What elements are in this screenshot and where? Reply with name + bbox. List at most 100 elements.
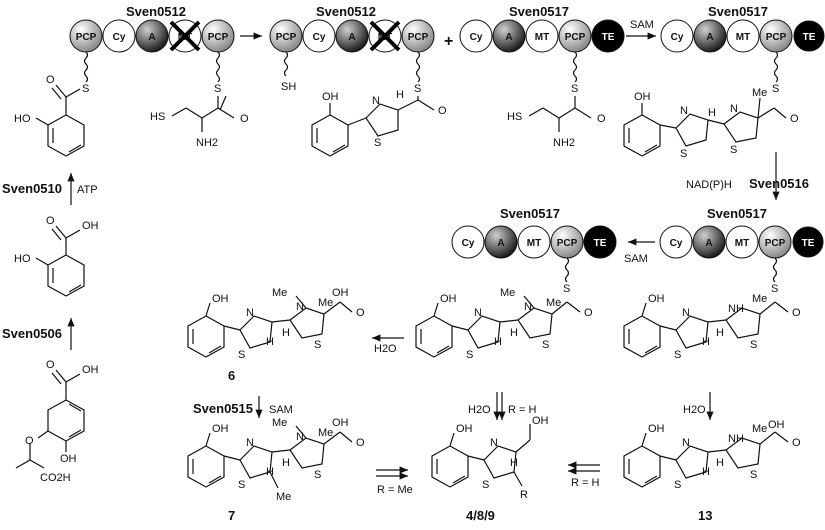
chorismate-structure: O OH O OH CO2H bbox=[15, 359, 99, 484]
atom-h: H bbox=[266, 336, 274, 348]
atom-n: N bbox=[246, 307, 254, 319]
atom-s: S bbox=[680, 148, 687, 160]
thiazolidine-thioester-structure: OH N S NH S Me O H H bbox=[623, 293, 801, 361]
inactive-cross-icon bbox=[169, 20, 201, 52]
atom-oh: OH bbox=[212, 423, 229, 435]
atom-oh: OH bbox=[648, 293, 665, 305]
pcp-label: PCP bbox=[557, 238, 578, 249]
atom-o: O bbox=[438, 105, 447, 117]
pcp-label: PCP bbox=[766, 32, 787, 43]
methylated-thioester-structure: OH N S N S Me Me O H H bbox=[415, 287, 593, 361]
atom-s: S bbox=[482, 479, 489, 491]
atom-me: Me bbox=[276, 491, 291, 503]
atom-o: O bbox=[356, 307, 365, 319]
atom-h: H bbox=[510, 457, 518, 469]
cysteine-thioester-structure-2: O HS NH2 bbox=[507, 96, 606, 149]
domain-string-sven0512-a: PCP Cy A MT PCP bbox=[69, 19, 235, 53]
atom-o: O bbox=[792, 307, 801, 319]
cy-label: Cy bbox=[313, 32, 326, 43]
atom-o: O bbox=[25, 435, 34, 447]
reagent-h2o: H2O bbox=[374, 343, 397, 355]
enzyme-label-sven0517-d: Sven0517 bbox=[707, 206, 767, 221]
enzyme-label-sven0516: Sven0516 bbox=[749, 176, 809, 191]
atom-n: N bbox=[682, 437, 690, 449]
enzyme-label-sven0517-c: Sven0517 bbox=[500, 206, 560, 221]
mt-label: MT bbox=[735, 238, 749, 249]
enzyme-label-sven0517-b: Sven0517 bbox=[708, 4, 768, 19]
pcp-label: PCP bbox=[208, 32, 229, 43]
cy-label: Cy bbox=[470, 32, 483, 43]
atom-oh: OH bbox=[768, 419, 785, 431]
reagent-atp: ATP bbox=[77, 184, 98, 196]
atom-o: O bbox=[584, 307, 593, 319]
atom-n: N bbox=[730, 103, 738, 115]
reagent-sam: SAM bbox=[624, 253, 648, 265]
atom-n: N bbox=[296, 301, 304, 313]
atom-s: S bbox=[82, 83, 89, 95]
atom-o: O bbox=[46, 215, 55, 227]
atom-h: H bbox=[266, 466, 274, 478]
atom-n: N bbox=[682, 307, 690, 319]
atom-s: S bbox=[674, 479, 681, 491]
atom-oh: OH bbox=[440, 293, 457, 305]
mt-label: MT bbox=[535, 32, 549, 43]
compound-label-6: 6 bbox=[228, 368, 235, 383]
atom-s: S bbox=[314, 339, 321, 351]
atom-s: S bbox=[238, 349, 245, 361]
atom-oh: OH bbox=[456, 423, 473, 435]
pcp-tethers bbox=[83, 51, 779, 283]
atom-me: Me bbox=[272, 417, 287, 429]
enzyme-label-sven0510: Sven0510 bbox=[2, 181, 62, 196]
atom-ho: HO bbox=[14, 113, 31, 125]
inactive-cross-icon bbox=[369, 20, 401, 52]
atom-co2h: CO2H bbox=[40, 472, 71, 484]
a-domain bbox=[135, 19, 169, 53]
enzyme-label-sven0512-a: Sven0512 bbox=[126, 4, 186, 19]
reagent-nadph: NAD(P)H bbox=[686, 179, 732, 191]
atom-n: N bbox=[372, 95, 380, 107]
enzyme-label-sven0517-a: Sven0517 bbox=[509, 4, 569, 19]
atom-oh: OH bbox=[332, 287, 349, 299]
atom-hs: HS bbox=[507, 111, 522, 123]
atom-me: Me bbox=[272, 287, 287, 299]
atom-o: O bbox=[597, 113, 606, 125]
atom-sh: SH bbox=[281, 81, 296, 93]
atom-s: S bbox=[214, 83, 221, 95]
a-label: A bbox=[148, 32, 155, 43]
atom-n: N bbox=[296, 431, 304, 443]
atom-oh: OH bbox=[322, 91, 339, 103]
atom-h: H bbox=[716, 457, 724, 469]
atom-oh: OH bbox=[60, 453, 77, 465]
a-domain bbox=[335, 19, 369, 53]
enzyme-label-sven0506: Sven0506 bbox=[2, 326, 62, 341]
atom-nh: NH bbox=[728, 303, 744, 315]
cy-label: Cy bbox=[462, 238, 475, 249]
atom-oh: OH bbox=[82, 220, 99, 232]
atom-oh: OH bbox=[634, 91, 651, 103]
atom-me: Me bbox=[500, 287, 515, 299]
domain-string-sven0517-b: Cy A MT PCP TE bbox=[660, 19, 825, 53]
atom-me: Me bbox=[752, 293, 767, 305]
a-label: A bbox=[706, 32, 713, 43]
atom-s: S bbox=[730, 144, 737, 156]
pcp-label: PCP bbox=[276, 32, 297, 43]
atom-s: S bbox=[750, 339, 757, 351]
atom-n: N bbox=[680, 105, 688, 117]
atom-hs: HS bbox=[150, 111, 165, 123]
atom-oh: OH bbox=[212, 293, 229, 305]
reagent-r-h: R = H bbox=[571, 477, 599, 489]
atom-o: O bbox=[46, 359, 55, 371]
atom-me: Me bbox=[318, 427, 333, 439]
compound-4-8-9-structure: OH N S OH R H 4/8/9 bbox=[431, 415, 549, 523]
pcp-label: PCP bbox=[76, 32, 97, 43]
atom-s: S bbox=[772, 83, 779, 95]
compound-13-structure: OH N S NH S Me OH O H H 13 bbox=[623, 419, 801, 523]
atom-r: R bbox=[520, 489, 528, 501]
cy-label: Cy bbox=[113, 32, 126, 43]
atom-oh: OH bbox=[532, 415, 549, 427]
compound-label-4-8-9: 4/8/9 bbox=[466, 508, 495, 523]
atom-h: H bbox=[702, 466, 710, 478]
atom-o: O bbox=[792, 437, 801, 449]
reagent-h2o: H2O bbox=[468, 404, 491, 416]
